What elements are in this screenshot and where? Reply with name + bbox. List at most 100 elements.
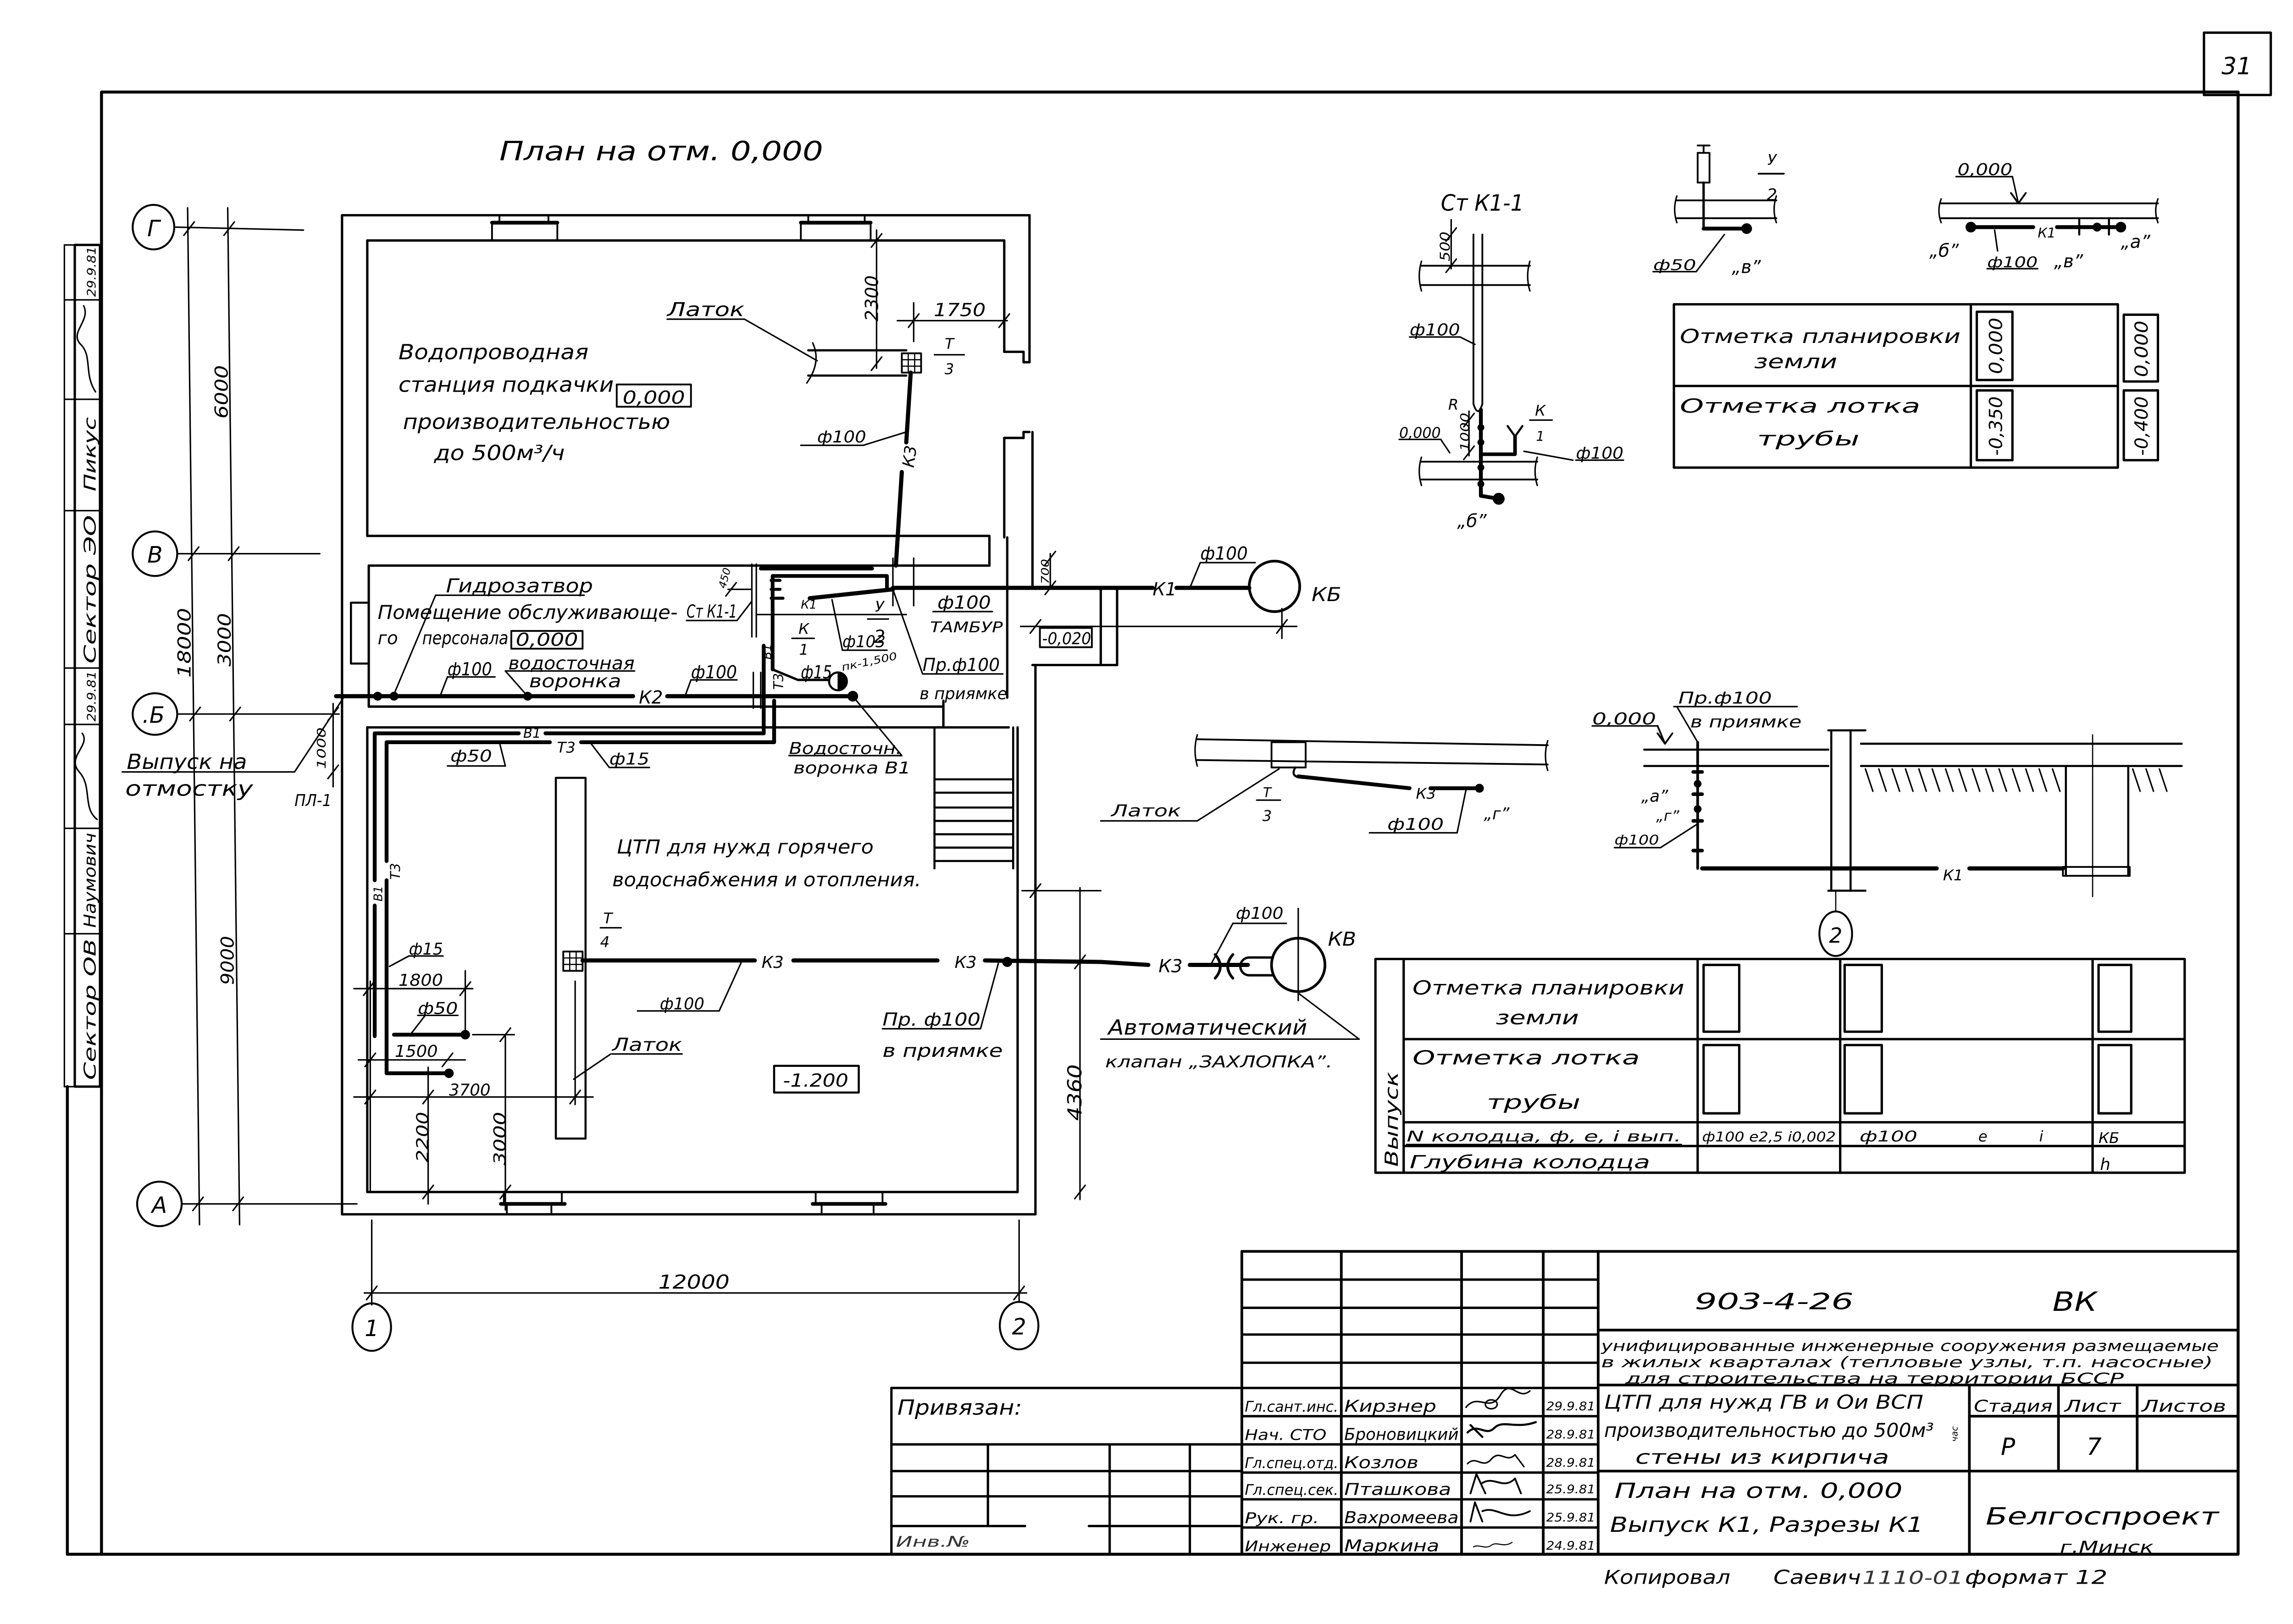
leader-line <box>1210 922 1234 966</box>
object-name-line1: ЦТП для нужд ГВ и Ои ВСП <box>1604 1391 1923 1414</box>
riser-bend-r: R <box>1448 396 1458 414</box>
dimension-tick <box>422 1089 434 1105</box>
riser-dim-500: 500 <box>1437 232 1453 261</box>
levels-row1-value1: 0,000 <box>1986 318 2007 374</box>
ground-hatch <box>1905 768 1914 792</box>
signature-row: Гл.спец.сек. Пташкова 25.9.81 <box>1245 1480 1595 1499</box>
signature-role: Гл.спец.сек. <box>1245 1481 1338 1498</box>
drawing-mark: ВК <box>2053 1286 2099 1317</box>
riser-fraction-k-num: К <box>798 620 810 637</box>
detail-y2-den: 2 <box>1767 186 1777 204</box>
dimension-tick <box>364 1052 377 1067</box>
signature-scribble <box>1467 1454 1525 1468</box>
detail-y2-labels: У 2 ф50 „в” <box>1653 151 1778 277</box>
dimension-tick <box>227 546 240 561</box>
latok-section-label: Латок <box>1110 802 1181 821</box>
leader-line <box>1189 562 1201 589</box>
dimension-tick <box>363 981 375 996</box>
signature-date: 29.9.81 <box>1546 1400 1595 1414</box>
k2-code: К2 <box>639 688 663 708</box>
latok-section-point-g: „г” <box>1484 805 1510 823</box>
leader-line <box>1676 706 1699 743</box>
dimension-tick <box>870 233 883 248</box>
dimension-tick <box>1029 883 1041 898</box>
dim-b-a: 9000 <box>217 936 238 985</box>
ground-hatch <box>2132 768 2141 792</box>
dimension-tick <box>499 1027 511 1042</box>
k1-outlet-diameter: ф100 <box>1200 544 1248 564</box>
levels-row1-value2: 0,000 <box>2132 320 2152 377</box>
ground-hatch <box>1958 768 1967 792</box>
leader-line <box>1456 789 1467 834</box>
signature-row: Гл.сант.инс. Кирзнер 29.9.81 <box>1245 1397 1595 1416</box>
pump-room-name-line2: станция подкачки <box>399 373 614 397</box>
outlet-row2-label-line1: Отметка лотка <box>1412 1046 1639 1069</box>
dim-3000-lower: 3000 <box>491 1112 510 1166</box>
riser-top-diameter: ф100 <box>1410 321 1460 340</box>
t3-diameter: ф15 <box>609 750 649 768</box>
pit-section-line1: Пр.ф100 <box>1678 689 1772 708</box>
stamp-date-eo: 29.9.81 <box>85 246 99 297</box>
outlet-label-line1: Выпуск на <box>127 750 247 774</box>
levels-row1-label-line2: земли <box>1754 350 1837 373</box>
check-valve-label-line2: клапан „ЗАХЛОПКА”. <box>1105 1053 1332 1072</box>
project-code: 903-4-26 <box>1695 1289 1853 1315</box>
axis-label-a: А <box>150 1193 167 1218</box>
dimension-tick <box>1029 619 1041 634</box>
leader-line <box>718 961 742 1012</box>
approval-stamp-strip: Сектор ОВ Наумович 29.9.81 Сектор ЭО Пик… <box>81 246 100 1080</box>
leader-line <box>1994 229 1999 252</box>
k2-diameter-left: ф100 <box>448 659 492 680</box>
depth-row-col-c: h <box>2100 1155 2110 1174</box>
slab-break <box>1773 195 1778 224</box>
latok-section-code: К3 <box>1416 785 1436 802</box>
levels-row2-label-line1: Отметка лотка <box>1680 395 1921 417</box>
level-value-box <box>1975 310 2014 381</box>
project-description-line1: унифицированные инженерные сооружения ра… <box>1601 1337 2219 1354</box>
pipe-node <box>1493 492 1505 505</box>
latok-section-den: 3 <box>1263 807 1272 824</box>
riser-fraction-k-den: 1 <box>799 641 809 658</box>
outlet-detail-diameter: ф100 <box>1987 254 2038 271</box>
riser-section-labels: Ст К1-1 500 ф100 R 0,000 1000 К 1 ф100 „… <box>1399 191 1623 532</box>
signature-row: Нач. СТО Броновицкий 28.9.81 <box>1245 1425 1595 1444</box>
pit-flange <box>2062 866 2131 877</box>
riser-level: 0,000 <box>1399 424 1441 442</box>
pump-room-name-line3: производительностью <box>403 410 670 434</box>
dimension-tick <box>908 313 920 328</box>
dimension-labels: 18000 6000 3000 9000 12000 2300 1750 436… <box>175 276 1086 1293</box>
dimension-tick <box>364 1089 377 1105</box>
outlet-plan-detail-labels: 0,000 „б” К1 ф100 „в” „а” <box>1929 160 2151 272</box>
signature-scribble <box>74 732 98 820</box>
drain-funnel-fill <box>837 672 847 691</box>
signature-date: 28.9.81 <box>1546 1428 1595 1442</box>
dimension-tick <box>1044 551 1057 566</box>
sheet-number-box <box>2203 31 2272 96</box>
slab-break <box>1938 198 1942 224</box>
sheet-header: 31 План на отм. 0,000 <box>499 53 2252 167</box>
riser-b1-code: В1 <box>761 644 775 659</box>
pipe-node <box>1965 221 1977 233</box>
signature-role: Нач. СТО <box>1245 1426 1326 1444</box>
pit-section-line2: в приямке <box>1690 713 1802 731</box>
dimension-tick <box>232 1196 244 1211</box>
k3-pit-line1: Пр. ф100 <box>882 1010 980 1030</box>
leader-line <box>736 600 753 621</box>
k3-lower-code-1: К3 <box>762 953 784 972</box>
latok-lower <box>554 777 587 1140</box>
signature-name: Кирзнер <box>1344 1397 1436 1416</box>
riser-dim-1000: 1000 <box>1458 413 1472 451</box>
dim-tambour-700: 700 <box>1040 559 1052 584</box>
dim-outlet-1000: 1000 <box>315 727 329 769</box>
riser-section-branch <box>1479 434 1517 456</box>
bound-to-label: Привязан: <box>897 1395 1022 1420</box>
outlet-value-box <box>1702 963 1741 1033</box>
dim-1500: 1500 <box>395 1042 438 1061</box>
b1-branch-diameter: ф50 <box>418 999 458 1018</box>
leader-line <box>1196 768 1280 822</box>
dimension-tick <box>1445 258 1457 273</box>
outlet-detail-level: 0,000 <box>1957 160 2012 179</box>
ground-hatch <box>2052 768 2061 792</box>
pit-section-code: К1 <box>1943 867 1963 884</box>
dim-total-vertical: 18000 <box>175 608 195 678</box>
